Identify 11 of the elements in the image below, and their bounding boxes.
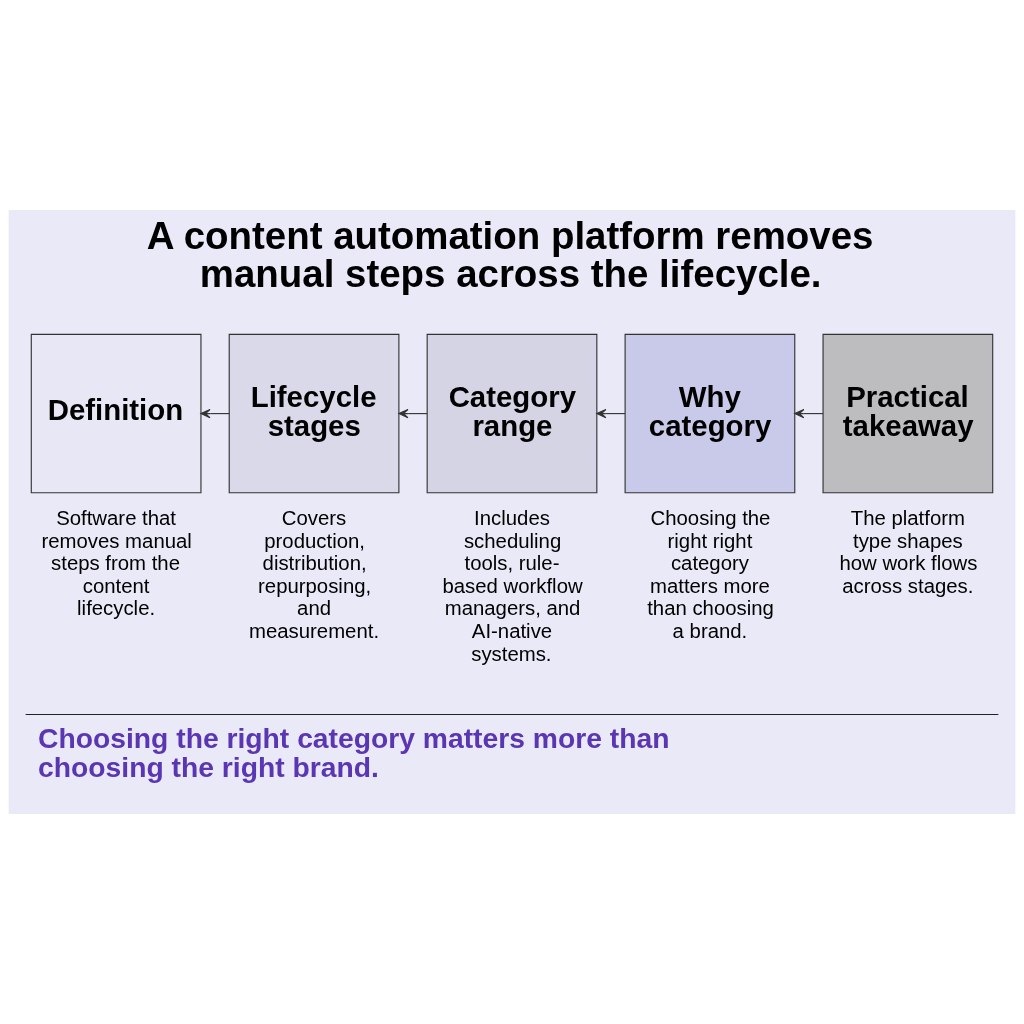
diagram-title: A content automation platform removes manual steps across the lifecycle. bbox=[146, 213, 874, 296]
arrow bbox=[596, 408, 626, 419]
arrow bbox=[398, 408, 428, 419]
arrow bbox=[794, 408, 824, 419]
node-label: Includes scheduling tools, rule-based workflow managers, and AI-native systems. bbox=[442, 506, 583, 665]
caption: Choosing the right category matters more than choosing the right brand. bbox=[38, 722, 670, 783]
arrow bbox=[200, 408, 230, 419]
node-label: Choosing the right right category matters more than choosing a brand. bbox=[647, 506, 774, 642]
node-label: Software that removes manual steps from the content lifecycle. bbox=[41, 506, 192, 620]
node-label: The platform type shapes how work flows across stages. bbox=[839, 506, 978, 597]
node-label: Covers production, distribution, repurposing, and measurement. bbox=[249, 506, 380, 642]
